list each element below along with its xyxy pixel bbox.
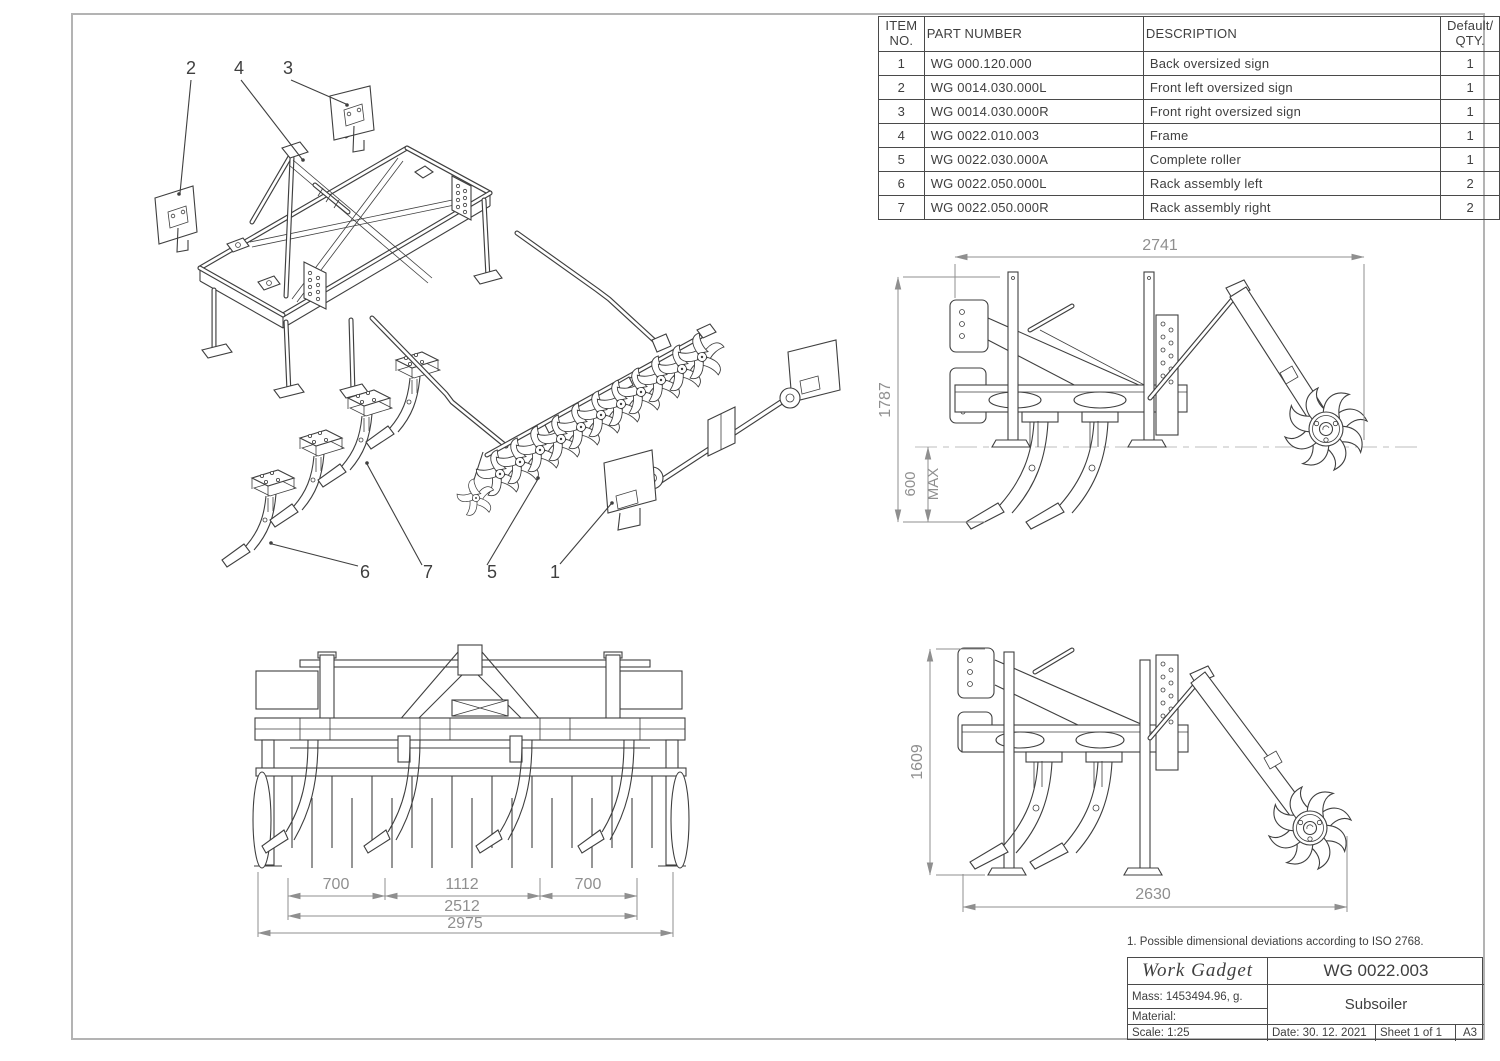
table-row: 7 WG 0022.050.000R Rack assembly right 2 — [878, 195, 1500, 220]
dim-overall-2975: 2975 — [447, 915, 483, 932]
company-name: Work Gadget — [1128, 958, 1268, 985]
back-sign-part — [603, 449, 657, 531]
drawing-number: WG 0022.003 — [1268, 958, 1484, 985]
callout-7: 7 — [423, 562, 433, 582]
bom-cell-part: WG 000.120.000 — [923, 51, 1144, 76]
frame-part — [200, 125, 503, 399]
bom-cell-item: 2 — [878, 75, 925, 100]
dim-depth-600: 600 — [902, 471, 919, 496]
bom-table: ITEM NO. PART NUMBER DESCRIPTION Default… — [878, 16, 1500, 220]
mass-field: Mass: 1453494.96, g. — [1128, 985, 1268, 1009]
bom-header-item: ITEM NO. — [878, 16, 925, 52]
side-bottom-dimensions: 1609 2630 — [909, 648, 1348, 912]
side-top-dimensions: 2741 1787 600 MAX — [877, 237, 1365, 523]
dim-inner-2512: 2512 — [444, 898, 480, 915]
table-row: 1 WG 000.120.000 Back oversized sign 1 — [878, 51, 1500, 76]
bom-cell-qty: 1 — [1440, 99, 1500, 124]
front-view: 700 1112 700 2512 2975 — [252, 644, 690, 937]
callout-3: 3 — [283, 58, 293, 78]
dim-width-2630: 2630 — [1135, 886, 1171, 903]
bom-cell-desc: Front right oversized sign — [1142, 99, 1442, 124]
bom-header-row: ITEM NO. PART NUMBER DESCRIPTION Default… — [878, 16, 1500, 52]
callout-1: 1 — [550, 562, 560, 582]
bom-cell-part: WG 0022.010.003 — [923, 123, 1144, 148]
dim-center-1112: 1112 — [445, 876, 478, 893]
roller-tines — [291, 776, 653, 868]
bom-cell-desc: Front left oversized sign — [1142, 75, 1442, 100]
dim-depth-max: MAX — [925, 468, 942, 501]
dim-width-2741: 2741 — [1142, 237, 1178, 254]
bom-cell-desc: Frame — [1142, 123, 1442, 148]
bom-cell-part: WG 0022.050.000L — [923, 171, 1144, 196]
callout-6: 6 — [360, 562, 370, 582]
date-field: Date: 30. 12. 2021 — [1268, 1025, 1376, 1041]
front-shanks — [261, 739, 635, 854]
front-right-sign-part — [329, 85, 375, 153]
bom-cell-part: WG 0022.050.000R — [923, 195, 1144, 220]
bom-cell-item: 6 — [878, 171, 925, 196]
bom-cell-desc: Rack assembly left — [1142, 171, 1442, 196]
bom-header-qty: Default/QTY. — [1440, 16, 1500, 52]
bom-cell-desc: Complete roller — [1142, 147, 1442, 172]
table-row: 2 WG 0014.030.000L Front left oversized … — [878, 75, 1500, 100]
bom-cell-desc: Rack assembly right — [1142, 195, 1442, 220]
bom-cell-qty: 1 — [1440, 147, 1500, 172]
bom-cell-item: 1 — [878, 51, 925, 76]
scale-field: Scale: 1:25 — [1128, 1025, 1268, 1041]
right-sign-hatched — [619, 670, 683, 710]
bom-cell-item: 7 — [878, 195, 925, 220]
callout-2: 2 — [186, 58, 196, 78]
bom-cell-part: WG 0014.030.000L — [923, 75, 1144, 100]
material-field: Material: — [1128, 1009, 1268, 1025]
bom-cell-part: WG 0014.030.000R — [923, 99, 1144, 124]
roller-arms — [372, 233, 672, 446]
side-view-extended: 2741 1787 600 MAX — [877, 237, 1420, 530]
bom-cell-item: 4 — [878, 123, 925, 148]
bom-cell-part: WG 0022.030.000A — [923, 147, 1144, 172]
tolerance-note: 1. Possible dimensional deviations accor… — [1127, 936, 1424, 948]
left-sign-hatched — [255, 670, 319, 710]
perforated-plate-holes — [1160, 661, 1174, 725]
table-row: 3 WG 0014.030.000R Front right oversized… — [878, 99, 1500, 124]
bom-cell-qty: 1 — [1440, 75, 1500, 100]
dim-height-1609: 1609 — [909, 744, 926, 780]
table-row: 6 WG 0022.050.000L Rack assembly left 2 — [878, 171, 1500, 196]
side-view-working: 1609 2630 — [909, 647, 1353, 912]
dim-left-700: 700 — [323, 876, 350, 893]
sheet-field: Sheet 1 of 1 — [1376, 1025, 1456, 1041]
rack-assemblies — [221, 351, 441, 568]
title-block: Work Gadget WG 0022.003 Mass: 1453494.96… — [1127, 957, 1484, 1041]
bom-cell-item: 3 — [878, 99, 925, 124]
callout-4: 4 — [234, 58, 244, 78]
callout-5: 5 — [487, 562, 497, 582]
bom-cell-qty: 1 — [1440, 51, 1500, 76]
front-dimensions: 700 1112 700 2512 2975 — [257, 872, 674, 937]
dim-right-700: 700 — [575, 876, 602, 893]
front-left-sign-part — [154, 185, 198, 253]
bom-cell-item: 5 — [878, 147, 925, 172]
table-row: 5 WG 0022.030.000A Complete roller 1 — [878, 147, 1500, 172]
bom-header-desc: DESCRIPTION — [1142, 16, 1442, 52]
table-row: 4 WG 0022.010.003 Frame 1 — [878, 123, 1500, 148]
bom-cell-qty: 2 — [1440, 195, 1500, 220]
bom-cell-qty: 2 — [1440, 171, 1500, 196]
complete-roller-part — [455, 323, 841, 517]
bom-header-part: PART NUMBER — [923, 16, 1144, 52]
sheet-border — [71, 13, 1485, 1040]
exploded-view: 2 4 3 6 7 5 1 — [154, 58, 841, 582]
drawing-title: Subsoiler — [1268, 985, 1484, 1025]
dim-height-1787: 1787 — [877, 382, 894, 418]
bom-cell-desc: Back oversized sign — [1142, 51, 1442, 76]
format-field: A3 — [1462, 1027, 1478, 1039]
bom-cell-qty: 1 — [1440, 123, 1500, 148]
callout-labels: 2 4 3 6 7 5 1 — [177, 58, 614, 582]
perforated-plate-holes — [1160, 321, 1174, 385]
